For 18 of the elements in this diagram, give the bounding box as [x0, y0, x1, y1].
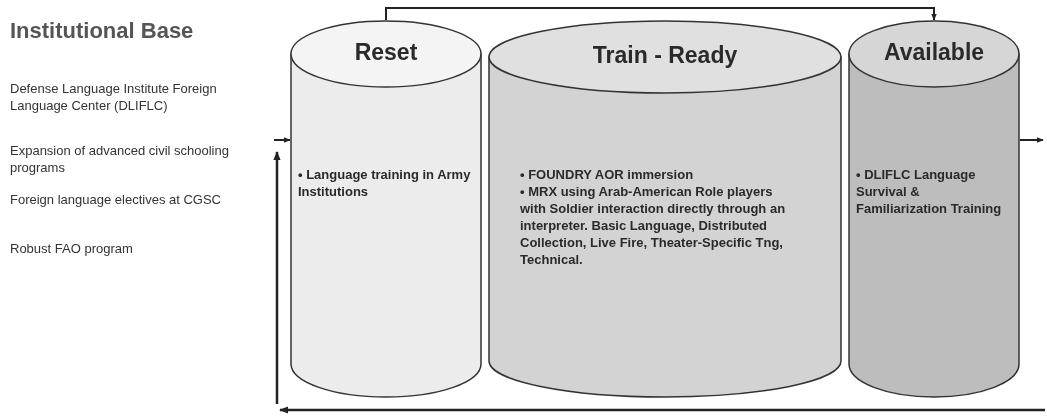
- cylinder: [848, 20, 1020, 398]
- cylinder-heading: Reset: [353, 39, 419, 66]
- arrow: [385, 7, 937, 21]
- list-text: Defense Language Institute Foreign Language Center (DLIFLC): [10, 80, 218, 114]
- column-heading: Institutional Base: [10, 22, 195, 39]
- list-text: Expansion of advanced civil schooling programs: [10, 142, 230, 176]
- list-text: Foreign language electives at CGSC: [10, 191, 222, 208]
- arrow: [273, 137, 291, 143]
- cylinder: [290, 20, 482, 398]
- cylinder: [488, 20, 842, 398]
- arrow: [1019, 137, 1044, 143]
- cylinder-heading: Train - Ready: [591, 42, 739, 69]
- list-text: Robust FAO program: [10, 240, 134, 257]
- cylinder-heading: Available: [882, 39, 986, 66]
- bullet-text: • DLIFLC Language Survival & Familiarization Training: [856, 166, 1003, 217]
- bullet-text: • MRX using Arab-American Role players with Soldier interaction directly through an interpreter. Basic Language, Distributed Collection, Live Fire, Theater-Specific Tng, Technical.: [520, 183, 787, 268]
- bullet-text: • FOUNDRY AOR immersion: [520, 166, 695, 183]
- bullet-text: • Language training in Army Institutions: [298, 166, 472, 200]
